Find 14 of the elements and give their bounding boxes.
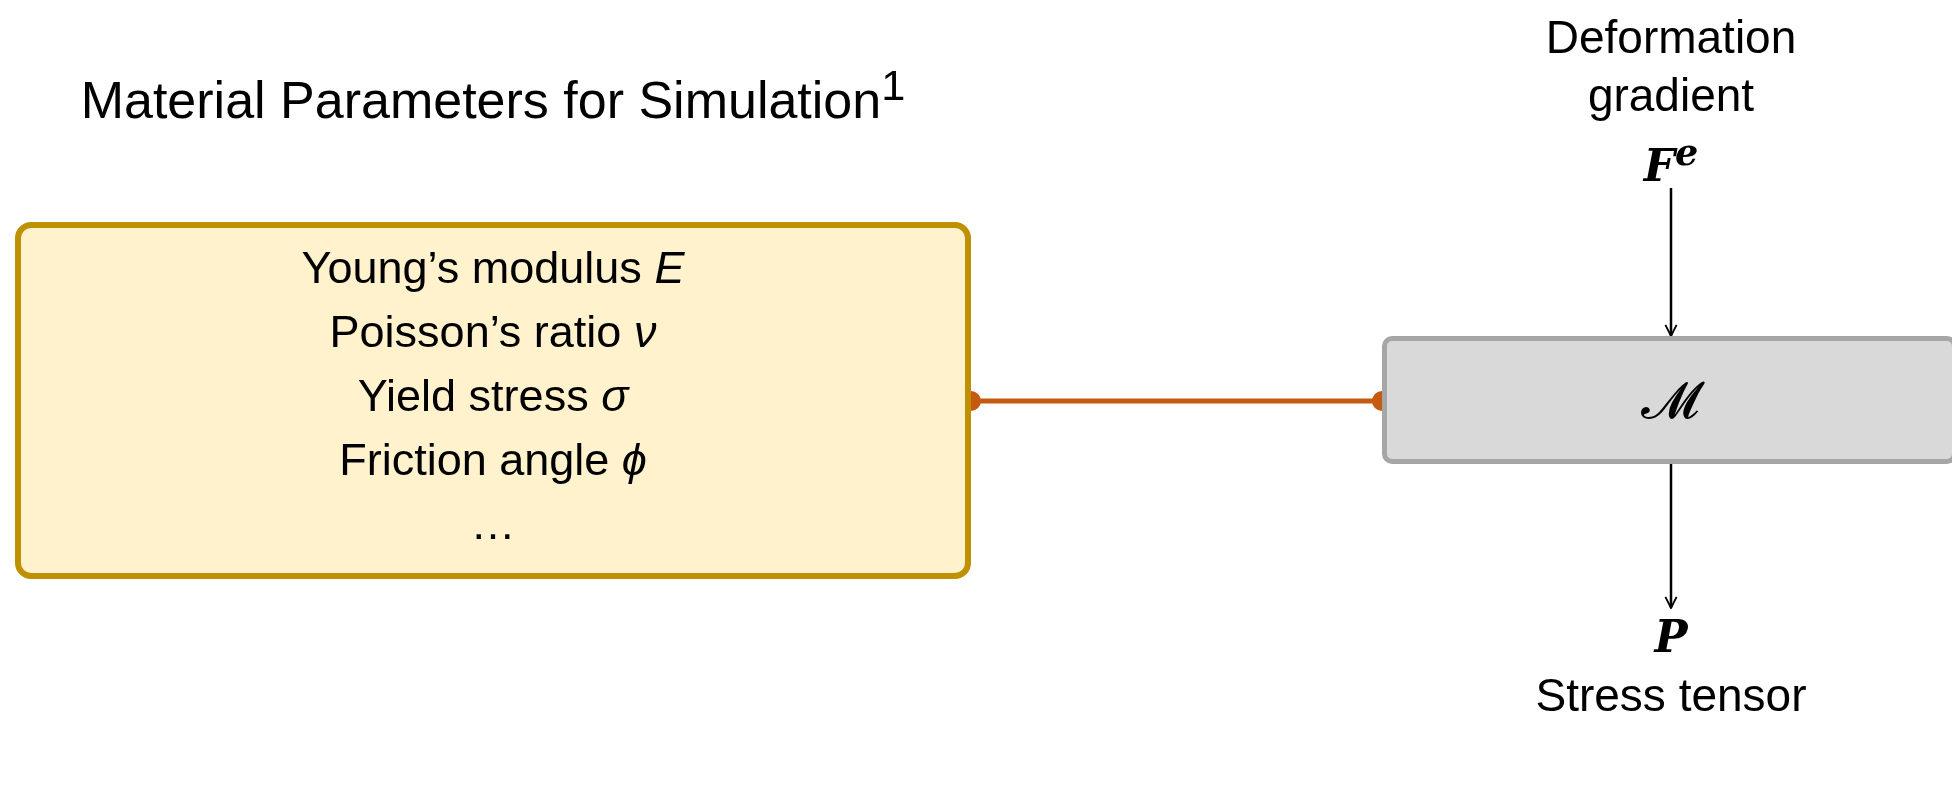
output-description: Stress tensor (1534, 668, 1808, 723)
model-symbol: 𝓜 (1387, 369, 1952, 431)
input-symbol: F$^{e}$ (1641, 130, 1700, 193)
arrow (1664, 188, 1678, 337)
arrow (1664, 464, 1678, 609)
output-symbol: P (1652, 610, 1689, 664)
parameter-text: … (469, 497, 517, 551)
box-heading: Material Parameters for Simulation$^{1}$ (79, 60, 907, 132)
model-box (1382, 336, 1952, 464)
parameter-text: Friction angle ϕ (338, 433, 648, 487)
parameter-text: Yield stress σ (356, 369, 631, 423)
parameter-text: Poisson’s ratio ν (328, 305, 658, 359)
input-description: Deformation gradient (1544, 10, 1798, 123)
parameter-text: Young’s modulus E (300, 241, 686, 295)
